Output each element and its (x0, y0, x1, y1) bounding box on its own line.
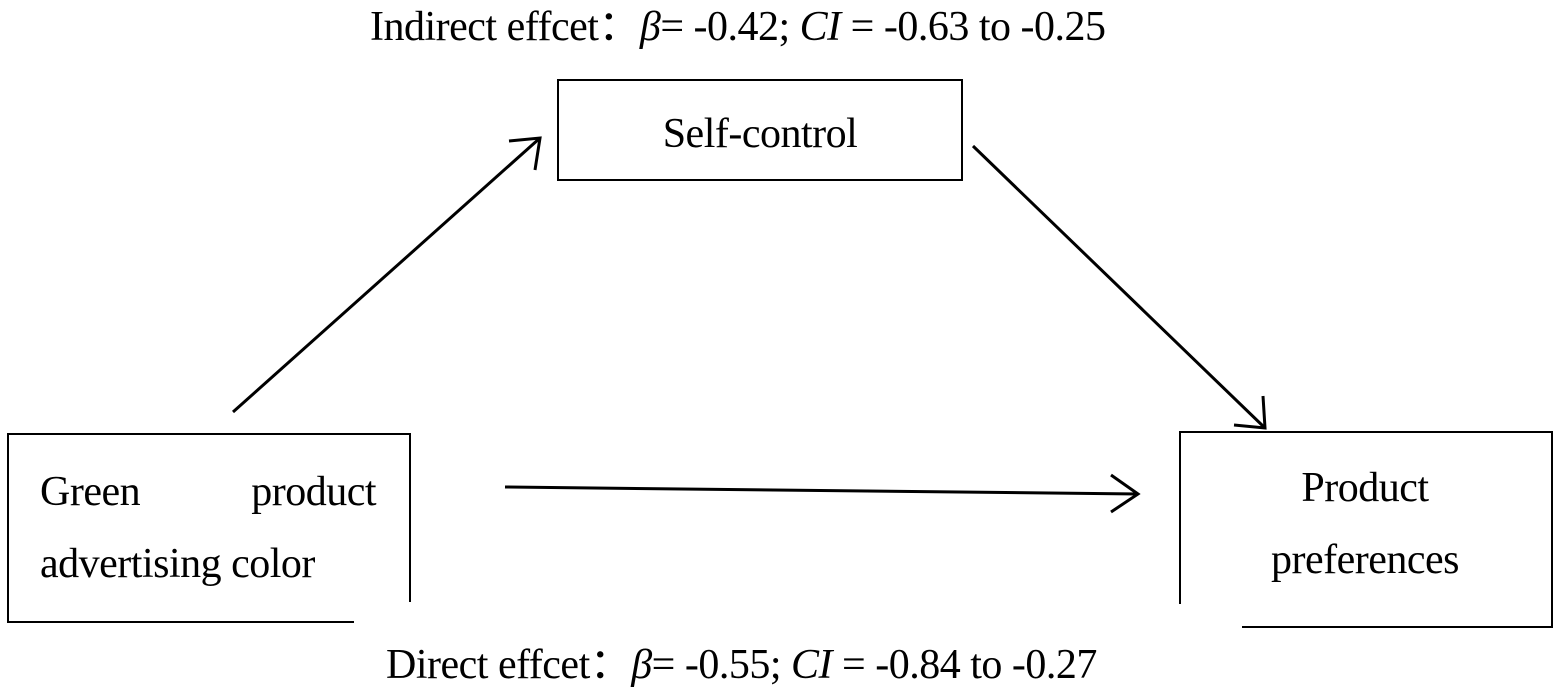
indirect-beta-value: = -0.42; (660, 4, 800, 50)
predictor-label: Green product advertising color (40, 456, 376, 600)
indirect-beta-symbol: β (639, 4, 661, 50)
direct-beta-value: = -0.55; (651, 642, 792, 688)
indirect-prefix: Indirect effcet： (370, 4, 640, 50)
predictor-box (7, 433, 411, 623)
path-b-arrow (971, 144, 1267, 430)
direct-prefix: Direct effcet： (386, 642, 632, 688)
direct-beta-symbol: β (631, 642, 652, 688)
path-a-arrow (232, 136, 542, 414)
outcome-line2: preferences (1270, 537, 1460, 583)
indirect-ci-value: = -0.63 to -0.25 (840, 4, 1106, 50)
direct-effect-label: Direct effcet：β= -0.55; CI = -0.84 to -0… (386, 644, 1097, 686)
predictor-word-green: Green (40, 469, 141, 515)
outcome-box (1179, 431, 1553, 628)
indirect-ci-symbol: CI (799, 4, 842, 50)
predictor-line2: advertising color (40, 541, 315, 587)
path-c-arrow (504, 473, 1141, 514)
mediator-box (557, 79, 963, 181)
predictor-word-product: product (251, 469, 376, 515)
direct-ci-value: = -0.84 to -0.27 (832, 642, 1097, 688)
indirect-effect-label: Indirect effcet：β= -0.42; CI = -0.63 to … (370, 6, 1106, 48)
mediator-label: Self-control (662, 111, 858, 157)
outcome-line1: Product (1301, 465, 1429, 511)
outcome-label: Product preferences (1180, 452, 1550, 596)
direct-ci-symbol: CI (791, 642, 833, 688)
